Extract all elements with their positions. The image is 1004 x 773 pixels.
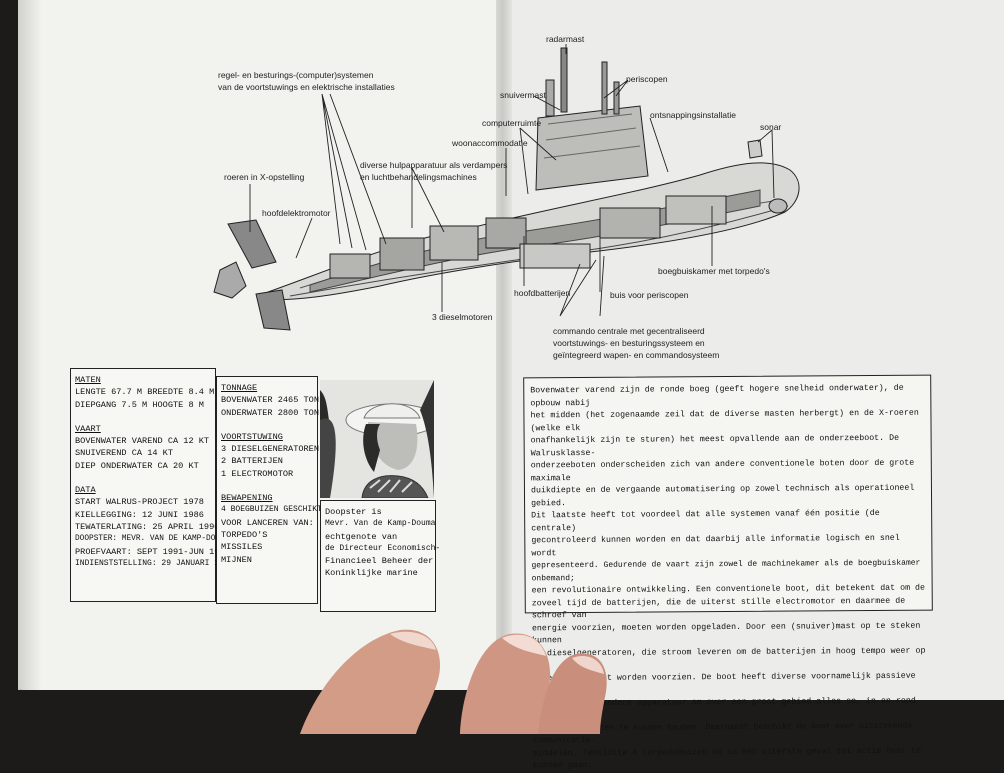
label-boegbuiskamer: boegbuiskamer met torpedo's [658,266,770,276]
bewapening-line: MIJNEN [221,554,252,565]
voortstuwing-line: 1 ELECTROMOTOR [221,468,294,479]
bewapening-line: MISSILES [221,542,263,553]
label-hulp-line1: diverse hulpapparatuur als verdampers [360,160,508,170]
voortstuwing-heading: VOORTSTUWING [221,431,283,442]
label-commando-line2: voortstuwings- en besturingssysteem en [553,338,705,348]
periscope-mast-1 [601,61,608,115]
text-line: gepresenteerd. Gedurende de vaart zijn z… [531,558,921,583]
holding-hand [300,629,607,734]
text-line: Dit laatste heeft tot voordeel dat alle … [531,508,880,533]
caption-line: de Directeur Economisch- [325,543,441,553]
caption-line: Koninklijke marine [325,568,418,579]
caption-line: Doopster is [325,507,382,517]
label-dieselmotoren: 3 dieselmotoren [432,312,493,322]
bewapening-line: VOOR LANCEREN VAN: [221,517,314,528]
text-line: onderzeeboten onderscheiden zich van and… [530,458,915,483]
label-woonaccommodatie: woonaccommodatie [452,138,528,148]
vaart-heading: VAART [75,423,101,434]
periscope-mast-2 [613,81,620,115]
voortstuwing-line: 3 DIESELGENERATOREN [221,444,319,455]
text-line: gecontroleerd kunnen worden en dat daarb… [531,533,900,558]
submarine-diagram [213,44,800,331]
label-buis-periscopen: buis voor periscopen [610,290,689,300]
tonnage-line: BOVENWATER 2465 TON [221,395,319,406]
label-sonar: sonar [760,122,782,132]
bewapening-heading: BEWAPENING [221,493,273,504]
caption-line: echtgenote van [325,531,398,542]
label-commando-line1: commando centrale met gecentraliseerd [553,326,705,336]
vaart-line: BOVENWATER VAREND CA 12 KT [75,436,210,447]
specs-box-maten: MATEN LENGTE 67.7 M BREEDTE 8.4 M DIEPGA… [70,368,234,602]
text-line: onafhankelijk zijn te sturen) het meest … [530,433,900,458]
label-hoofdelektromotor: hoofdelektromotor [262,208,331,218]
label-hoofdbatterijen: hoofdbatterijen [514,288,571,298]
data-line: KIELLEGGING: 12 JUNI 1986 [75,509,204,520]
rudder-lower [255,289,291,331]
text-line: zoveel tijd de batterijen, die de uiters… [531,596,906,621]
voortstuwing-line: 2 BATTERIJEN [221,456,283,467]
vaart-line: SNUIVEREND CA 14 KT [75,448,173,459]
propeller [213,261,247,299]
maten-line: LENGTE 67.7 M BREEDTE 8.4 M [75,387,215,398]
page-fold-shadow [18,0,42,690]
label-ontsnappingsinstallatie: ontsnappingsinstallatie [650,110,737,120]
bewapening-line: TORPEDO'S [221,529,268,540]
maten-line: DIEPGANG 7.5 M HOOGTE 8 M [75,399,204,410]
rudder-upper [227,219,277,269]
maten-heading: MATEN [75,375,101,385]
caption-line: Mevr. Van de Kamp-Douma [325,519,436,529]
description-text-box: Bovenwater varend zijn de ronde boeg (ge… [523,374,933,770]
label-regel-line1: regel- en besturings-(computer)systemen [218,70,374,80]
label-roeren: roeren in X-opstelling [224,172,305,182]
data-line: INDIENSTSTELLING: 29 JANUARI 1993 [75,558,234,568]
label-hulp-line2: en luchtbehandelingsmachines [360,172,477,182]
snuivermast-mast [545,79,555,117]
label-snuivermast: snuivermast [500,90,546,100]
label-commando-line3: geïntegreerd wapen- en commandosysteem [553,350,720,360]
specs-box-tonnage: TONNAGE BOVENWATER 2465 TON ONDERWATER 2… [216,376,322,604]
radarmast-mast [560,47,568,113]
data-line: START WALRUS-PROJECT 1978 [75,497,204,508]
label-computerruimte: computerruimte [482,118,542,128]
bewapening-line: 4 BOEGBUIZEN GESCHIKT [221,505,322,515]
text-line: Bovenwater varend zijn de ronde boeg (ge… [530,383,904,408]
doopster-caption: Doopster is Mevr. Van de Kamp-Douma echt… [320,500,441,612]
label-periscopen: periscopen [626,74,668,84]
doopster-photo [320,380,434,498]
tonnage-line: ONDERWATER 2800 TON [221,407,319,418]
label-regel-line2: van de voortstuwings en elektrische inst… [218,82,395,92]
book-gutter [496,0,512,700]
tonnage-heading: TONNAGE [221,383,258,393]
data-line: PROEFVAART: SEPT 1991-JUN 1992 [75,546,230,557]
text-line: middelen. Tenslotte 4 torpedobuizen om i… [532,746,922,771]
text-line: het midden (het zogenaamde zeil dat de d… [530,408,919,433]
data-line: DOOPSTER: MEVR. VAN DE KAMP-DOUMA [75,535,230,544]
caption-line: Financieel Beheer der [325,556,434,567]
data-line: TEWATERLATING: 25 APRIL 1990 [75,521,220,532]
data-heading: DATA [75,485,96,496]
text-line: duikdiepte en de vergaande automatiserin… [530,483,915,508]
vaart-line: DIEP ONDERWATER CA 20 KT [75,460,199,471]
label-radarmast: radarmast [546,34,585,44]
